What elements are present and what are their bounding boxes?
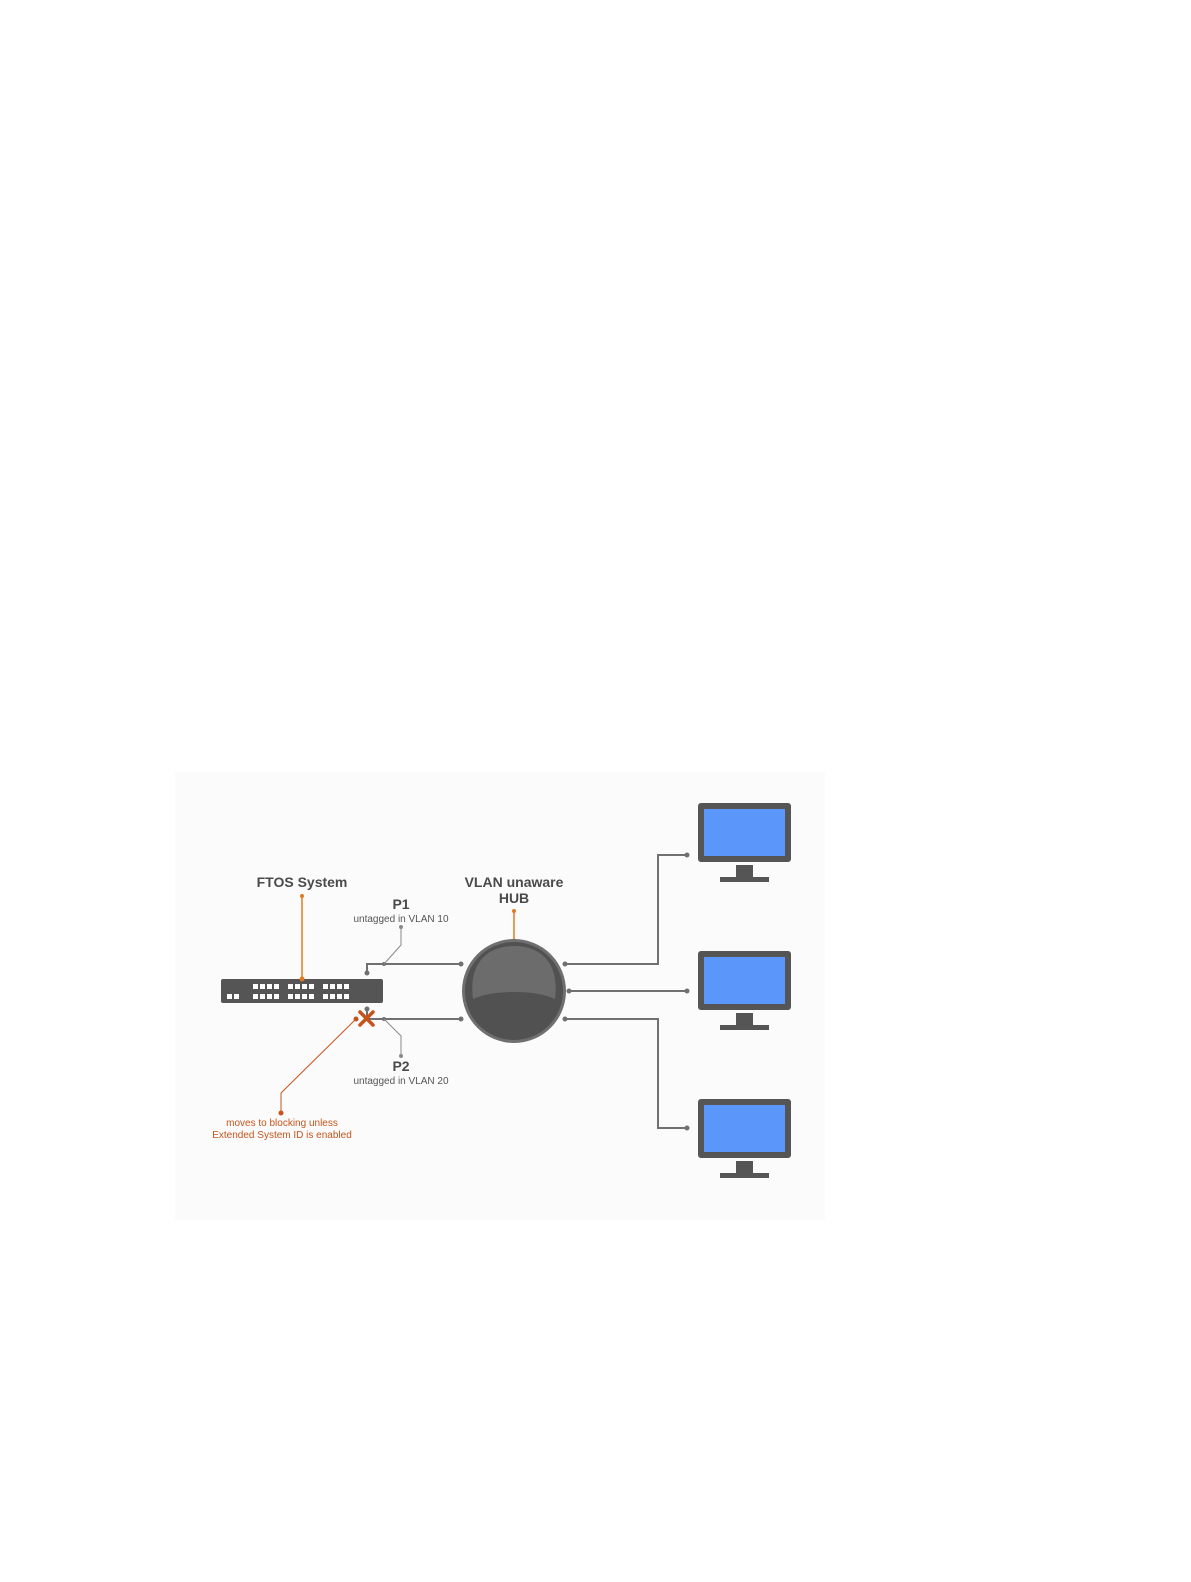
p1-description: untagged in VLAN 10: [353, 914, 449, 925]
ftos-leader-dot-top: [300, 894, 304, 898]
hub-link-computer-1: [565, 855, 687, 964]
blocking-note-line2: Extended System ID is enabled: [212, 1130, 352, 1141]
computer-monitor-icon: [698, 803, 791, 882]
hub-link-computer-3: [565, 1019, 687, 1128]
blocking-note-dot-top: [354, 1017, 359, 1022]
ftos-leader-dot-bottom: [300, 977, 305, 982]
p2-link: [367, 1009, 461, 1019]
p1-callout-end-dot: [399, 925, 403, 929]
hub-link-1-start-dot: [563, 962, 568, 967]
computer-monitor-icon: [698, 951, 791, 1030]
p2-port-dot: [365, 1007, 370, 1012]
p2-hub-dot: [459, 1017, 464, 1022]
hub-icon: [462, 939, 566, 1043]
network-switch-icon: [221, 979, 383, 1003]
blocking-note-dot-bottom: [279, 1111, 284, 1116]
p2-description: untagged in VLAN 20: [353, 1076, 449, 1087]
computer-monitor-icon: [698, 1099, 791, 1178]
hub-label-line1: VLAN unaware: [465, 874, 564, 890]
hub-link-2-start-dot: [567, 989, 572, 994]
p1-callout-line: [384, 927, 401, 964]
p2-callout-line: [384, 1019, 401, 1056]
p1-port-dot: [365, 971, 370, 976]
p1-label: P1: [392, 896, 409, 912]
hub-link-1-end-dot: [685, 853, 690, 858]
hub-label-line2: HUB: [499, 890, 529, 906]
p1-link: [367, 964, 461, 973]
ftos-system-label: FTOS System: [257, 874, 348, 890]
blocking-note-leader: [281, 1019, 356, 1093]
blocking-note-line1: moves to blocking unless: [226, 1118, 338, 1129]
hub-link-3-start-dot: [563, 1017, 568, 1022]
hub-link-2-end-dot: [685, 989, 690, 994]
hub-link-3-end-dot: [685, 1126, 690, 1131]
p2-label: P2: [392, 1058, 409, 1074]
p1-hub-dot: [459, 962, 464, 967]
hub-leader-dot-top: [512, 909, 516, 913]
